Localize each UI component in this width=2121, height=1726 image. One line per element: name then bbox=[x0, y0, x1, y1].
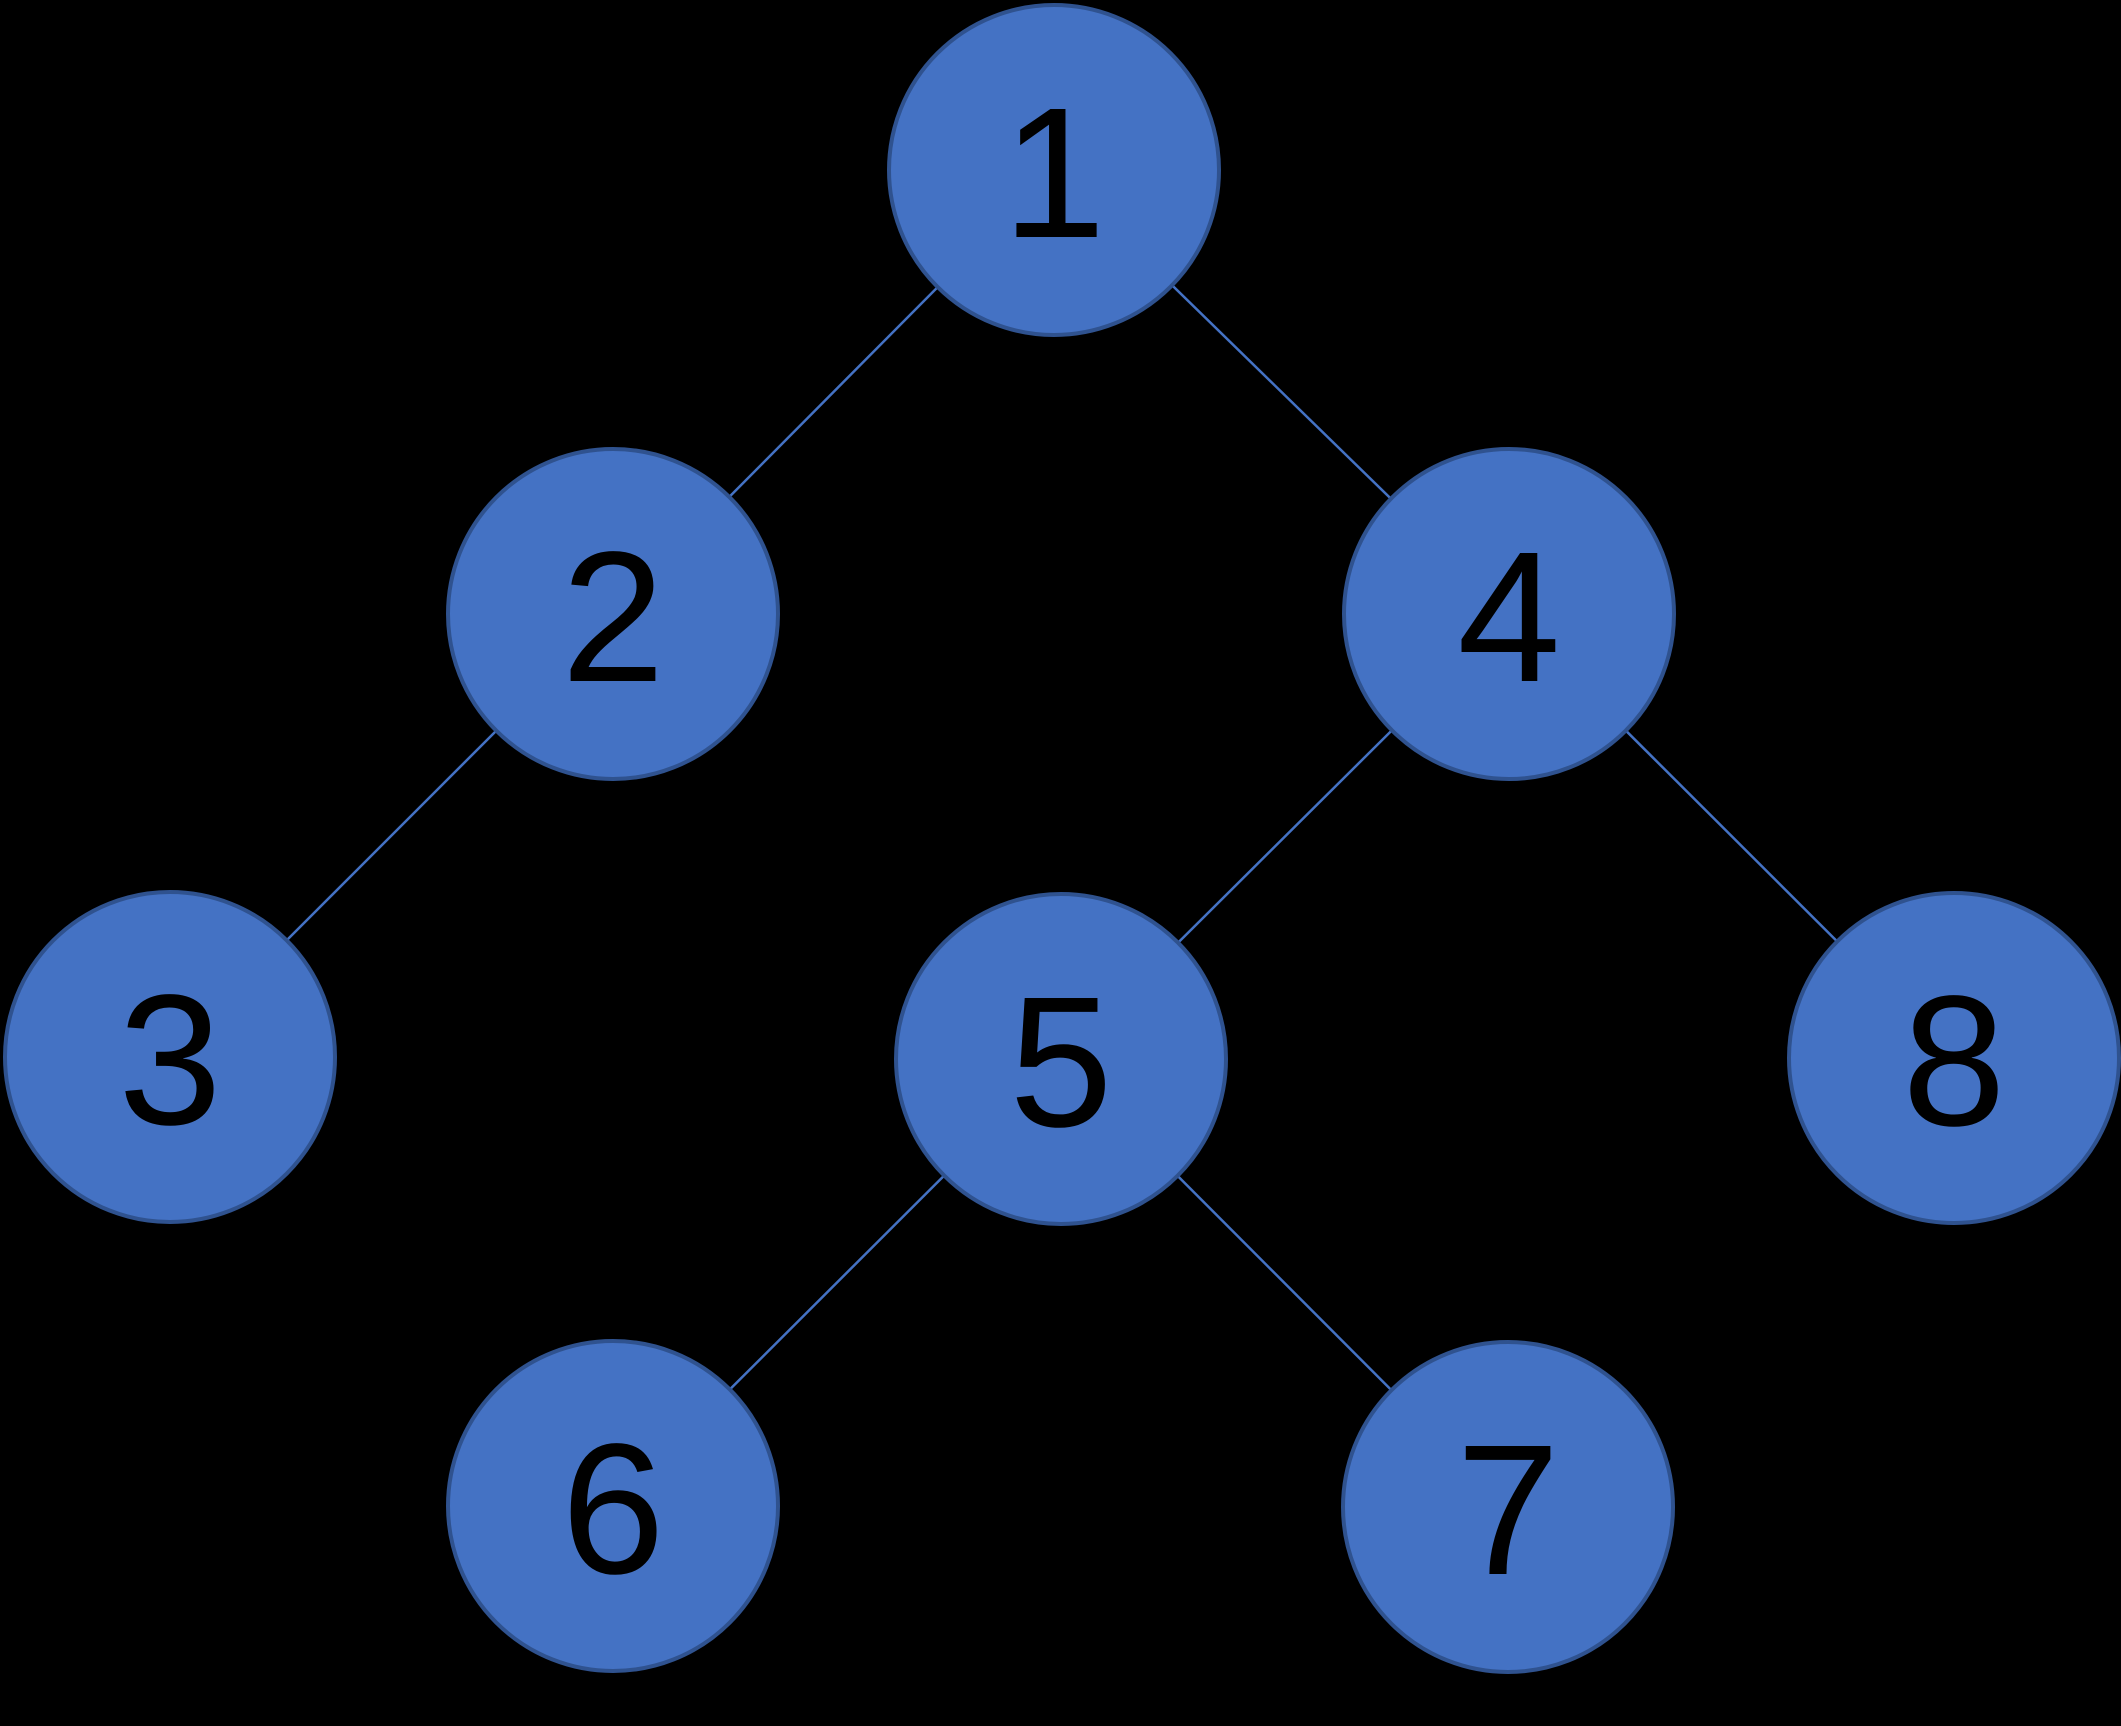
node-circle bbox=[1341, 1340, 1675, 1674]
node-label: 3 bbox=[118, 957, 221, 1164]
node-circle bbox=[894, 892, 1228, 1226]
tree-node-7: 7 bbox=[1341, 1340, 1675, 1674]
tree-node-6: 6 bbox=[446, 1339, 780, 1673]
node-circle bbox=[1342, 447, 1676, 781]
node-circle bbox=[3, 890, 337, 1224]
node-circle bbox=[446, 447, 780, 781]
node-label: 4 bbox=[1457, 514, 1560, 721]
tree-node-3: 3 bbox=[3, 890, 337, 1224]
tree-node-8: 8 bbox=[1787, 891, 2121, 1225]
node-label: 1 bbox=[1002, 70, 1105, 277]
node-label: 5 bbox=[1009, 959, 1112, 1166]
tree-node-1: 1 bbox=[887, 3, 1221, 337]
tree-node-5: 5 bbox=[894, 892, 1228, 1226]
tree-node-4: 4 bbox=[1342, 447, 1676, 781]
node-circle bbox=[1787, 891, 2121, 1225]
nodes-layer: 1 2 3 4 5 6 7 8 bbox=[3, 3, 2121, 1674]
node-label: 6 bbox=[561, 1406, 664, 1613]
node-label: 7 bbox=[1456, 1407, 1559, 1614]
tree-node-2: 2 bbox=[446, 447, 780, 781]
node-circle bbox=[887, 3, 1221, 337]
node-label: 8 bbox=[1902, 958, 2005, 1165]
edges-layer bbox=[169, 169, 1955, 1508]
node-label: 2 bbox=[561, 514, 664, 721]
node-circle bbox=[446, 1339, 780, 1673]
